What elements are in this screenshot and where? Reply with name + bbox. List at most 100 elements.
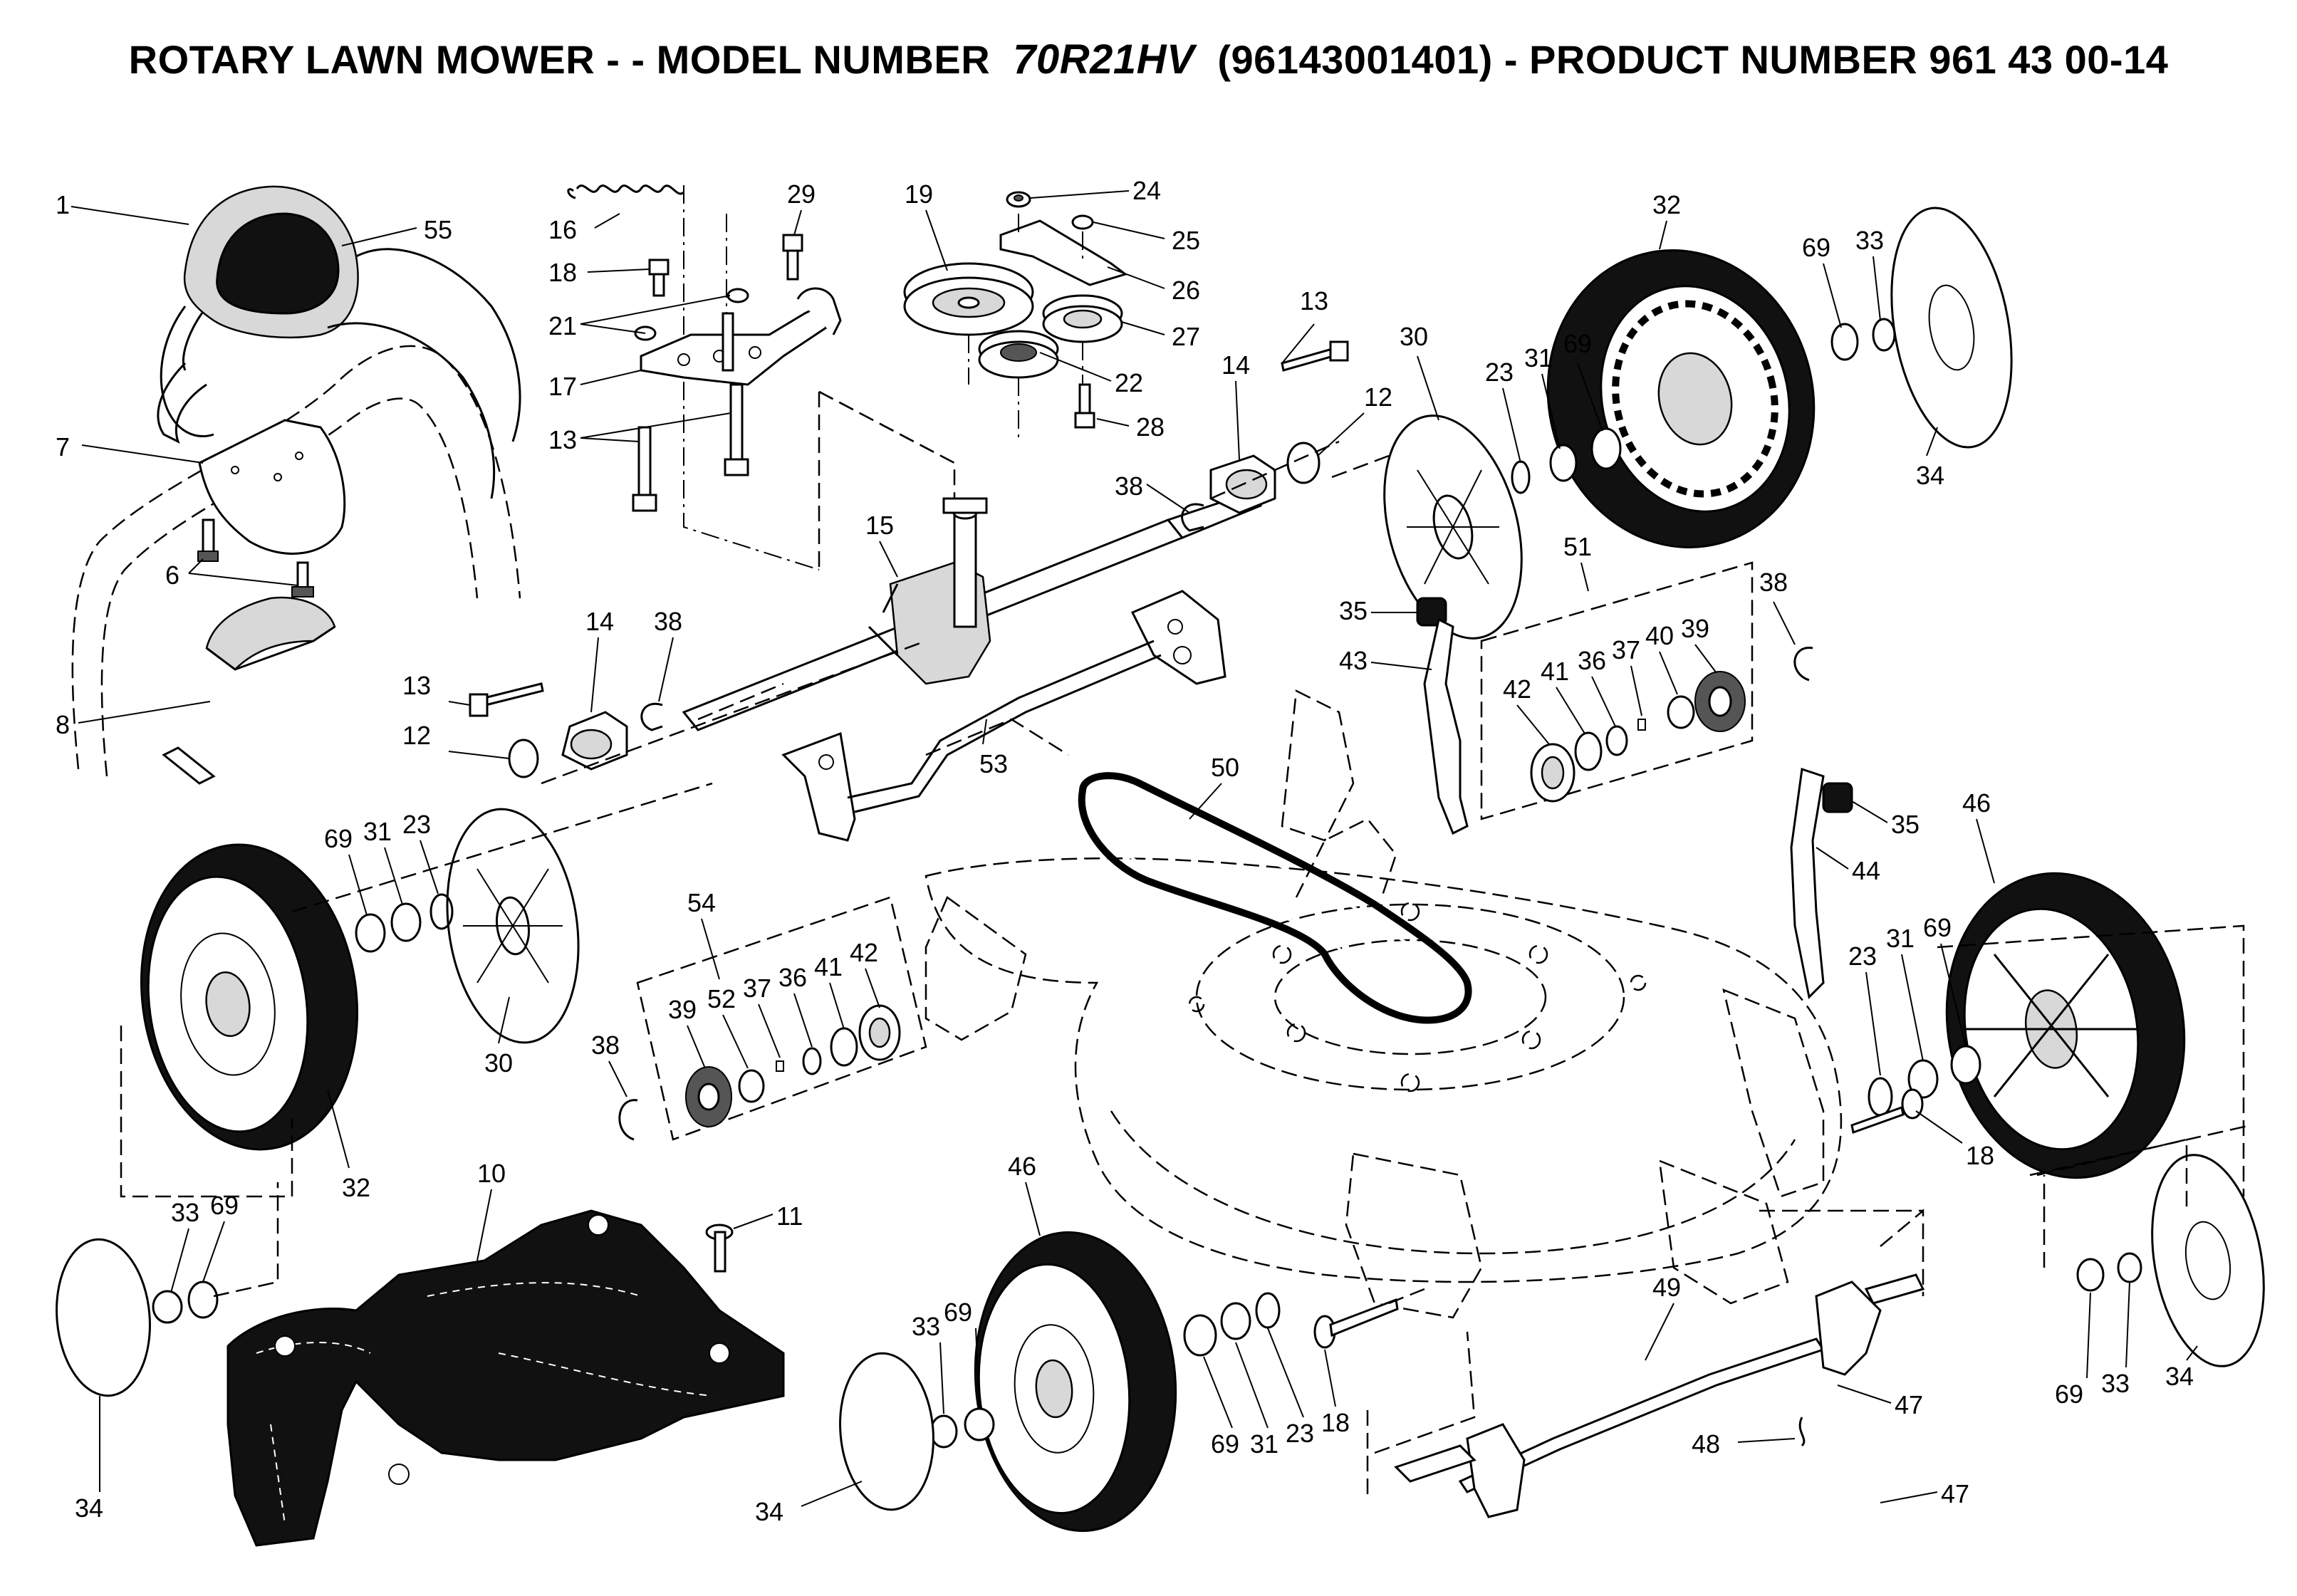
- retaining-ring-12-left: [508, 739, 539, 778]
- title-model-number: 70R21HV: [1013, 36, 1195, 83]
- mower-deck: [924, 689, 1843, 1319]
- callout: 33: [2101, 1369, 2130, 1398]
- callout: 31: [1250, 1429, 1278, 1459]
- wheel-32-rear-left: [140, 843, 359, 1151]
- title-prefix: ROTARY LAWN MOWER - - MODEL NUMBER: [128, 37, 991, 82]
- callout: 25: [1172, 226, 1200, 255]
- washers-right-rear: [1511, 318, 1896, 494]
- callout: 18: [1321, 1408, 1350, 1437]
- callout: 19: [905, 179, 933, 209]
- callout: 23: [1848, 942, 1877, 971]
- callout: 10: [477, 1159, 506, 1188]
- callout: 1: [56, 190, 70, 219]
- callout: 23: [1485, 358, 1514, 387]
- callout: 28: [1136, 412, 1165, 442]
- callout: 46: [1008, 1152, 1036, 1181]
- callout: 21: [548, 311, 577, 340]
- callout: 6: [165, 560, 179, 590]
- callout: 33: [171, 1198, 199, 1227]
- nut-24: [1006, 191, 1031, 208]
- callout: 52: [707, 984, 736, 1013]
- callout: 69: [1802, 233, 1830, 262]
- bolts-13: [632, 312, 749, 512]
- pivot-bracket-17: [640, 287, 842, 386]
- callout: 38: [1115, 471, 1143, 501]
- callout: 69: [1923, 913, 1952, 942]
- retaining-ring-12-right: [1286, 442, 1321, 484]
- callout: 23: [1286, 1419, 1314, 1448]
- callout: 26: [1172, 276, 1200, 305]
- callout: 39: [668, 995, 697, 1024]
- callout: 34: [75, 1493, 103, 1523]
- callout: 48: [1692, 1429, 1720, 1459]
- pulley-19: [903, 262, 1034, 336]
- callout: 24: [1132, 176, 1161, 205]
- washers-right-front: [1868, 1045, 1981, 1117]
- washers-left-bottom: [152, 1281, 219, 1324]
- callout: 29: [787, 179, 816, 209]
- callout: 18: [548, 258, 577, 287]
- callout: 69: [324, 824, 353, 853]
- nut-25: [1071, 214, 1094, 230]
- callout: 13: [548, 425, 577, 454]
- hubcap-34-left-front: [839, 1352, 934, 1511]
- callout: 47: [1895, 1390, 1923, 1419]
- callout: 55: [424, 215, 452, 244]
- hubcap-34-right-front: [2151, 1154, 2265, 1367]
- screws-6: [197, 518, 314, 598]
- bearing-housing-14-left: [561, 711, 628, 771]
- control-housing: [160, 185, 521, 499]
- callout: 49: [1652, 1273, 1681, 1302]
- screw-11: [705, 1224, 734, 1273]
- callout-labels: 1 55 7 6 8 16 18 21 17 13 29 19 24 25 26…: [56, 176, 2194, 1526]
- callout: 37: [1612, 635, 1640, 664]
- callout: 34: [1916, 461, 1944, 490]
- knob-35-lower: [1822, 782, 1853, 813]
- clip-38-right: [1181, 503, 1204, 532]
- callout: 44: [1852, 856, 1880, 885]
- callout: 18: [1966, 1141, 1994, 1170]
- title-suffix: (96143001401) - PRODUCT NUMBER 961 43 00…: [1217, 37, 2169, 82]
- lever-44: [1790, 768, 1825, 1000]
- drive-belt: [1078, 772, 1472, 1024]
- washers-left-rear: [355, 893, 454, 953]
- callout: 69: [944, 1298, 972, 1327]
- rear-flap-10: [226, 1209, 785, 1547]
- callout: 38: [591, 1031, 620, 1060]
- bolt-18-left: [1313, 1298, 1399, 1349]
- hubcap-30-left: [446, 808, 580, 1044]
- gear-kit-51: [1480, 561, 1754, 820]
- bolt-13-right: [1281, 340, 1349, 372]
- lever-43: [1423, 617, 1469, 835]
- callout: 13: [402, 671, 431, 700]
- callout: 50: [1211, 753, 1239, 782]
- clip-38-gearkit: [1793, 647, 1813, 682]
- callout: 51: [1563, 532, 1592, 561]
- callout: 31: [363, 817, 392, 846]
- callout: 14: [1222, 350, 1250, 380]
- callout: 46: [1962, 788, 1991, 818]
- callout: 15: [865, 511, 894, 540]
- callout: 40: [1645, 621, 1674, 650]
- bolt-13-left: [469, 682, 544, 717]
- handle-bracket: [198, 419, 346, 555]
- washers-left-front: [929, 1292, 1281, 1449]
- wheel-32-rear-right: [1546, 249, 1816, 548]
- handle-cover: [205, 596, 336, 671]
- callout: 7: [56, 432, 70, 461]
- callout: 12: [402, 721, 431, 750]
- front-axle-49: [1366, 1209, 1925, 1518]
- callout: 38: [1759, 568, 1788, 597]
- callout: 16: [548, 215, 577, 244]
- idler-bracket-26: [999, 219, 1128, 286]
- callout: 34: [755, 1497, 783, 1526]
- callout: 35: [1891, 810, 1920, 839]
- wheel-46-front-left: [974, 1231, 1177, 1533]
- hubcap-34-right-rear: [1890, 207, 2013, 449]
- callout: 14: [585, 607, 614, 636]
- callout: 36: [778, 963, 807, 992]
- callout: 69: [1211, 1429, 1239, 1459]
- bolt-18: [648, 259, 670, 297]
- leader-lines: [71, 190, 2198, 1507]
- callout: 41: [1541, 657, 1569, 686]
